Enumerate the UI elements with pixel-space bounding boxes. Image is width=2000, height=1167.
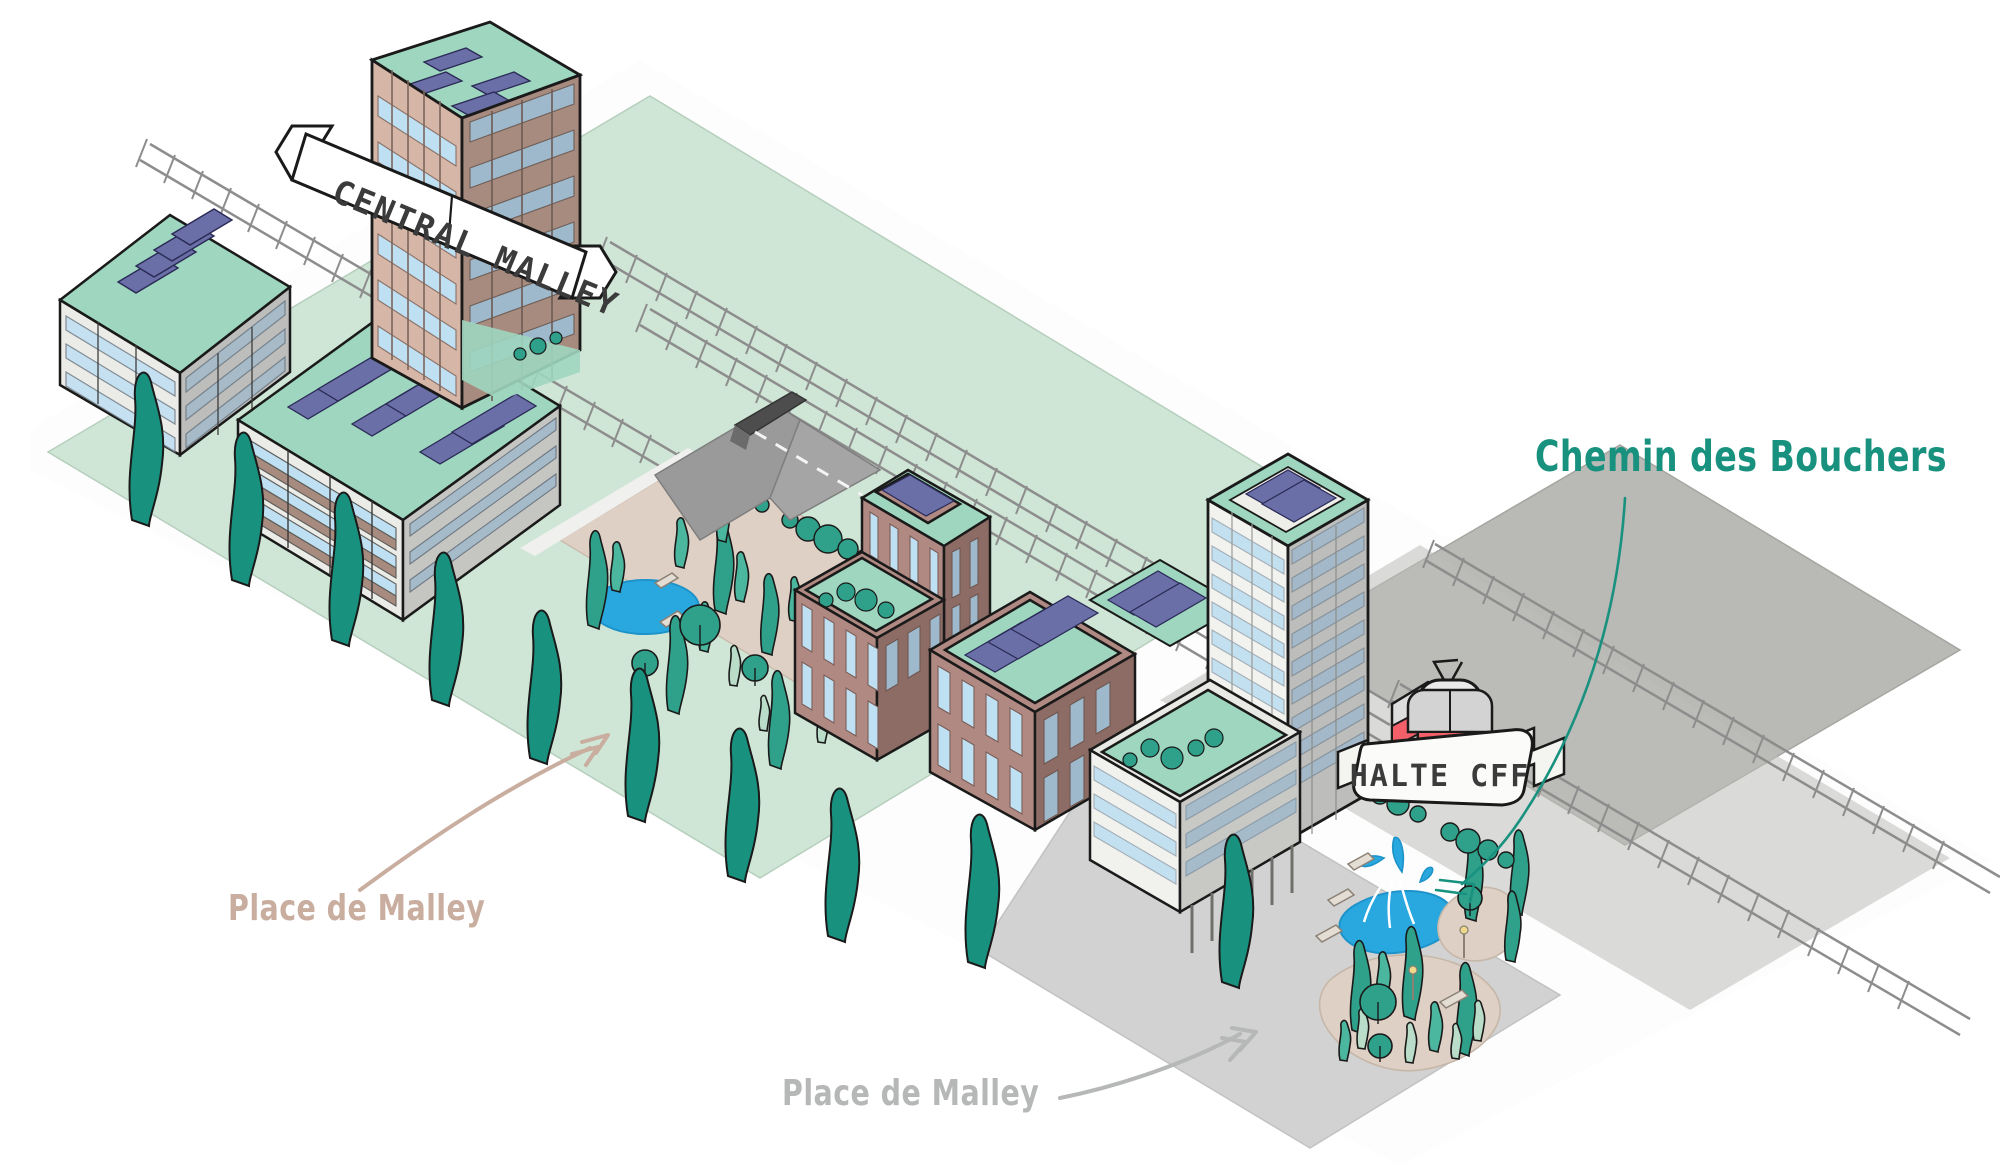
block-mid-low [792,550,947,763]
ribbon-body [1352,728,1534,807]
benches-east [1314,852,1470,1009]
ramp-underpass [653,391,882,542]
tower-east-glass-right [1291,507,1365,789]
road-centreline [754,430,863,497]
rail-line-platform-2 [1422,539,2000,895]
fountain-jets [1362,879,1416,929]
label-chemin-des-bouchers: Chemin des Bouchers [1535,432,1948,482]
tunnel-portal [733,391,808,436]
podium-east [1087,678,1303,953]
lamp-posts [1412,932,1465,1000]
label-place-de-malley-east: Place de Malley [782,1073,1040,1114]
train-cff [1390,658,1494,782]
label-place-de-malley-west: Place de Malley [228,888,486,929]
banner-halte-cff: HALTE CFF [1336,726,1566,807]
block-northwest [57,208,293,458]
arrow-place-de-malley-1 [358,746,592,892]
pantograph-icon [1431,658,1464,681]
arrow-place-de-malley-2 [1058,1032,1242,1100]
leader-chemin-des-bouchers [1460,496,1627,886]
ribbon-fold [290,132,454,248]
leader-lines [358,496,1627,1100]
street-trees-row [128,371,1255,990]
halte-cff-text: HALTE CFF [1350,759,1531,794]
plaza-east [1314,785,1530,1072]
